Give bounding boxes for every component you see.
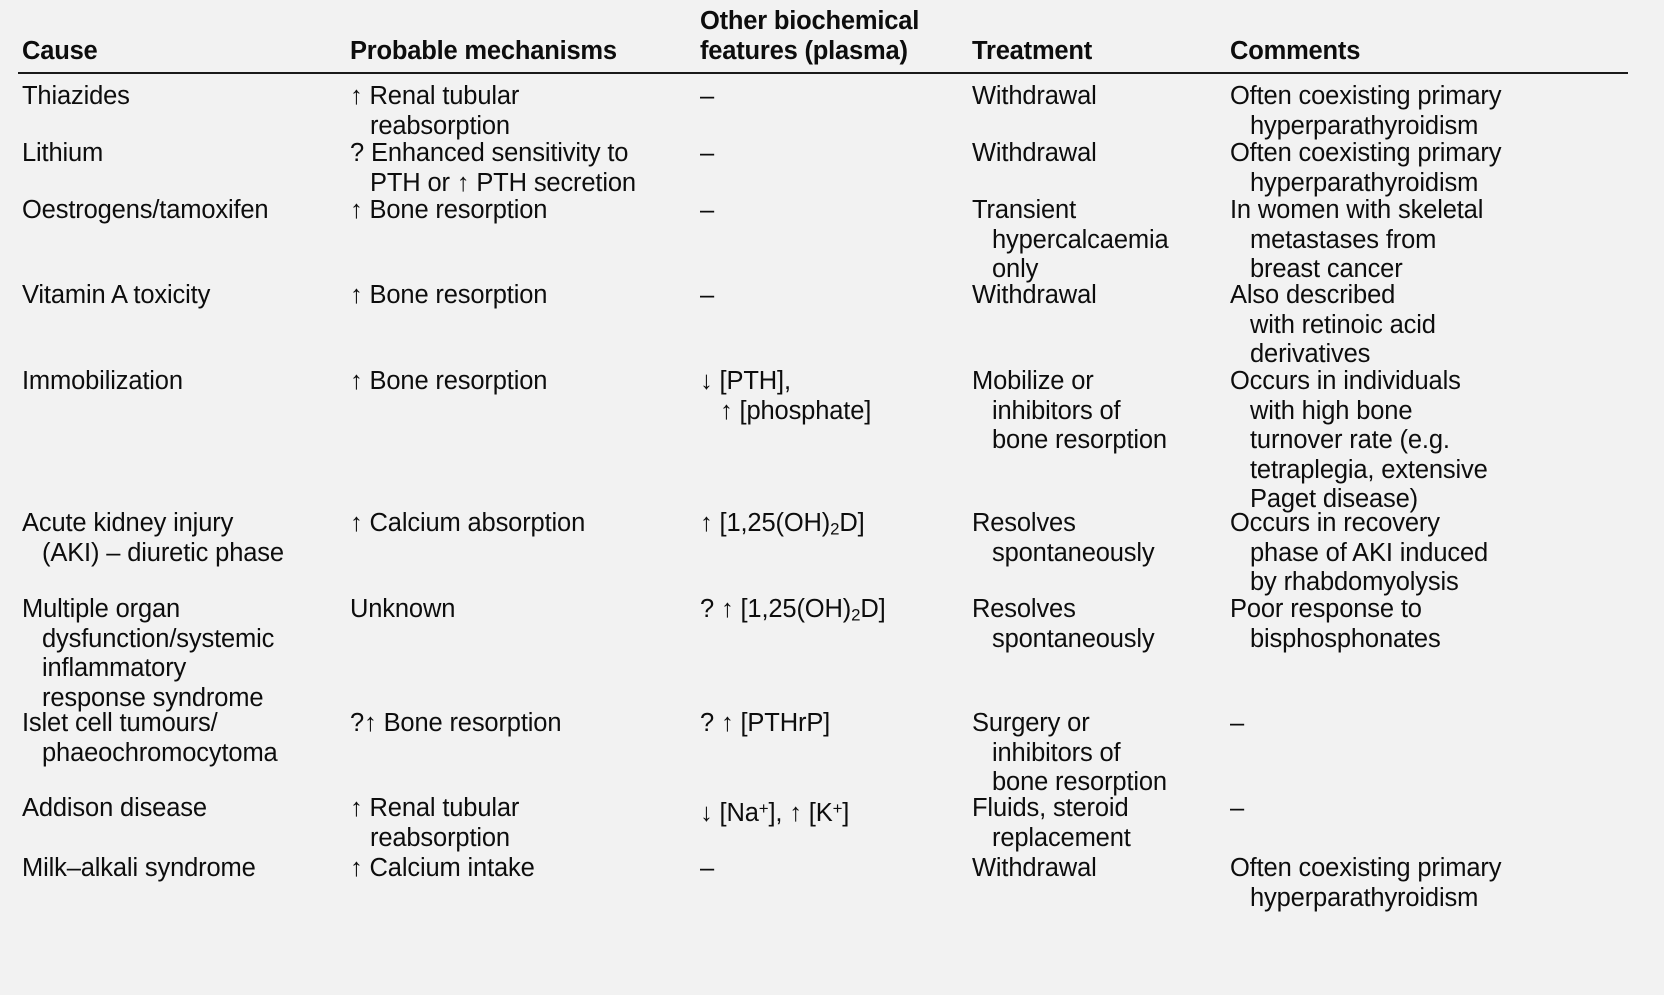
- cell-comments: Often coexisting primary hyperparathyroi…: [1230, 854, 1502, 912]
- cell-comments: Also described with retinoic acid deriva…: [1230, 281, 1436, 368]
- cell-treatment: Transient hypercalcaemia only: [972, 196, 1169, 283]
- cell-cause: Thiazides: [22, 82, 130, 110]
- column-header-cause: Cause: [22, 37, 98, 65]
- cell-mechanism: ↑ Calcium intake: [350, 854, 535, 882]
- cell-mechanism: ↑ Renal tubular reabsorption: [350, 82, 520, 140]
- cell-biochem: –: [700, 139, 715, 167]
- cell-cause: Vitamin A toxicity: [22, 281, 211, 309]
- cell-treatment: Fluids, steroid replacement: [972, 794, 1131, 852]
- cell-mechanism: ? Enhanced sensitivity to PTH or ↑ PTH s…: [350, 139, 636, 197]
- cell-cause: Lithium: [22, 139, 104, 167]
- cell-cause: Islet cell tumours/ phaeochromocytoma: [22, 709, 278, 767]
- cell-mechanism: ↑ Bone resorption: [350, 281, 548, 309]
- cell-biochem: ? ↑ [PTHrP]: [700, 709, 831, 737]
- cell-treatment: Surgery or inhibitors of bone resorption: [972, 709, 1167, 796]
- header-divider-rule: [18, 72, 1628, 74]
- column-header-biochem: Other biochemical features (plasma): [700, 7, 920, 65]
- cell-biochem: –: [700, 854, 715, 882]
- cell-cause: Immobilization: [22, 367, 183, 395]
- cell-treatment: Withdrawal: [972, 281, 1097, 309]
- cell-mechanism: ↑ Renal tubular reabsorption: [350, 794, 520, 852]
- column-header-mechanism: Probable mechanisms: [350, 37, 617, 65]
- cell-biochem: ↓ [PTH], ↑ [phosphate]: [700, 367, 872, 425]
- cell-comments: Occurs in recovery phase of AKI induced …: [1230, 509, 1489, 596]
- cell-treatment: Resolves spontaneously: [972, 595, 1155, 653]
- cell-treatment: Withdrawal: [972, 854, 1097, 882]
- cell-comments: In women with skeletal metastases from b…: [1230, 196, 1484, 283]
- column-header-treatment: Treatment: [972, 37, 1093, 65]
- cell-treatment: Withdrawal: [972, 139, 1097, 167]
- cell-cause: Acute kidney injury (AKI) – diuretic pha…: [22, 509, 284, 567]
- cell-comments: Poor response to bisphosphonates: [1230, 595, 1441, 653]
- cell-cause: Oestrogens/tamoxifen: [22, 196, 269, 224]
- cell-biochem: ↓ [Na+], ↑ [K+]: [700, 799, 850, 828]
- cell-comments: Often coexisting primary hyperparathyroi…: [1230, 139, 1502, 197]
- cell-cause: Addison disease: [22, 794, 207, 822]
- cell-comments: –: [1230, 709, 1245, 737]
- cell-mechanism: ↑ Bone resorption: [350, 196, 548, 224]
- cell-biochem: –: [700, 82, 715, 110]
- cell-treatment: Resolves spontaneously: [972, 509, 1155, 567]
- cell-treatment: Withdrawal: [972, 82, 1097, 110]
- cell-mechanism: ?↑ Bone resorption: [350, 709, 562, 737]
- cell-biochem: –: [700, 196, 715, 224]
- cell-mechanism: ↑ Calcium absorption: [350, 509, 586, 537]
- cell-comments: Often coexisting primary hyperparathyroi…: [1230, 82, 1502, 140]
- cell-mechanism: Unknown: [350, 595, 456, 623]
- cell-biochem: ↑ [1,25(OH)2D]: [700, 509, 865, 539]
- column-header-comments: Comments: [1230, 37, 1361, 65]
- cell-biochem: ? ↑ [1,25(OH)2D]: [700, 595, 886, 625]
- cell-comments: Occurs in individuals with high bone tur…: [1230, 367, 1488, 513]
- cell-biochem: –: [700, 281, 715, 309]
- cell-cause: Milk–alkali syndrome: [22, 854, 256, 882]
- cell-cause: Multiple organ dysfunction/systemic infl…: [22, 595, 275, 712]
- cell-mechanism: ↑ Bone resorption: [350, 367, 548, 395]
- cell-comments: –: [1230, 794, 1245, 822]
- cell-treatment: Mobilize or inhibitors of bone resorptio…: [972, 367, 1167, 454]
- table-header-row: Cause Probable mechanisms Other biochemi…: [0, 0, 1664, 72]
